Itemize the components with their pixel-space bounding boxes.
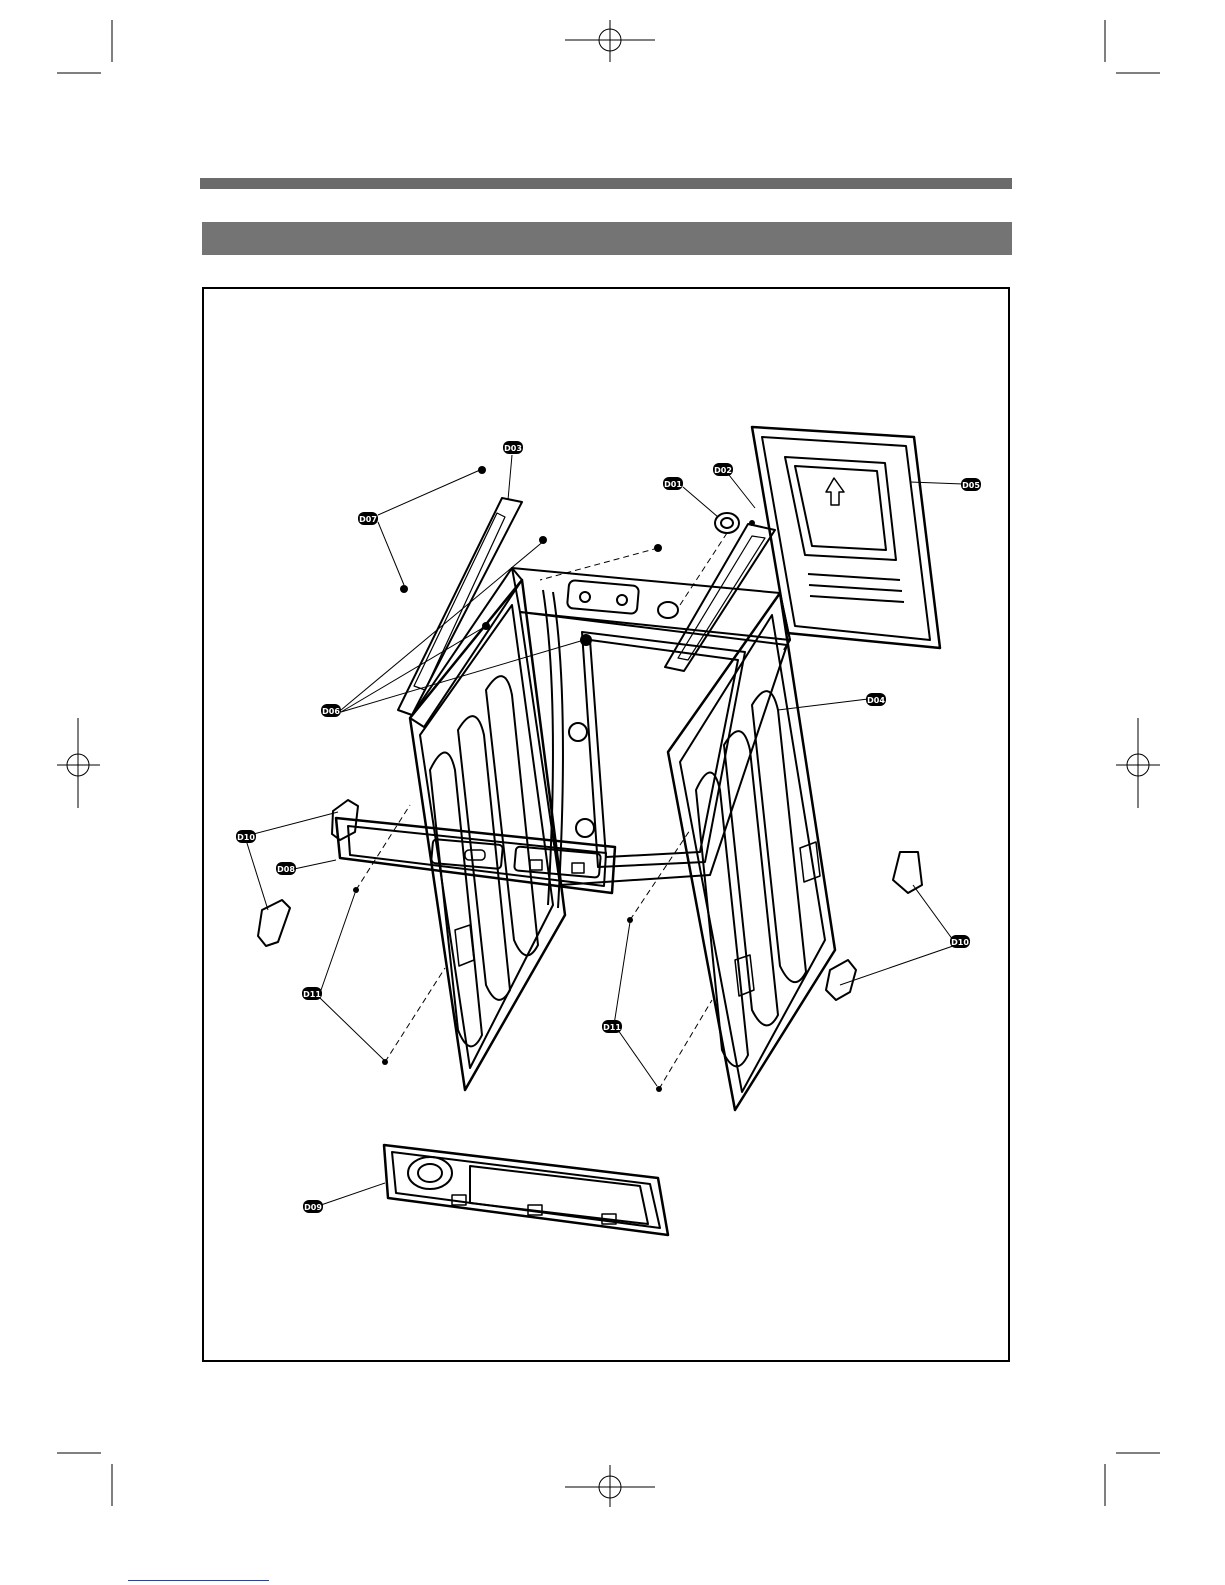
- callout-d11-right-text: D11: [603, 1023, 621, 1032]
- callout-d02-text: D02: [714, 466, 732, 475]
- screw-d02: [749, 520, 755, 526]
- callout-d11-right: D11: [602, 1020, 622, 1033]
- callout-d08-text: D08: [277, 865, 295, 874]
- corner-foot-right-bottom: [826, 960, 856, 1000]
- callout-d05-text: D05: [962, 481, 980, 490]
- corner-foot-right-top: [893, 852, 922, 893]
- callout-d10-left: D10: [236, 830, 256, 843]
- callout-d11-left: D11: [302, 987, 322, 1000]
- callout-d10-right-text: D10: [951, 938, 969, 947]
- callout-d04-text: D04: [867, 696, 885, 705]
- callout-d01-text: D01: [664, 480, 682, 489]
- bolt-d06-a: [539, 536, 547, 544]
- callout-d01: D01: [663, 477, 683, 490]
- callout-d03: D03: [503, 441, 523, 454]
- callout-d06-text: D06: [322, 707, 340, 716]
- callout-d07: D07: [358, 512, 378, 525]
- callout-d04: D04: [866, 693, 886, 706]
- callout-d07-text: D07: [359, 515, 377, 524]
- callout-d09-text: D09: [304, 1203, 322, 1212]
- top-cover-plate: [752, 427, 940, 648]
- fasteners: [353, 466, 755, 1092]
- drum-knob: [715, 513, 739, 533]
- bottom-base-plate: [384, 1145, 668, 1235]
- callout-d10-left-text: D10: [237, 833, 255, 842]
- callout-d11-left-text: D11: [303, 990, 321, 999]
- footer-link-underline: [128, 1580, 269, 1581]
- callout-d03-text: D03: [504, 444, 522, 453]
- callout-d09: D09: [303, 1200, 323, 1213]
- screw-d07-bottom: [400, 585, 408, 593]
- callout-d06: D06: [321, 704, 341, 717]
- bolt-d06-c: [580, 634, 592, 646]
- assembly-lines: [356, 533, 727, 1089]
- callout-d02: D02: [713, 463, 733, 476]
- callout-d05: D05: [961, 478, 981, 491]
- corner-foot-left-bottom: [258, 900, 290, 946]
- callout-d10-right: D10: [950, 935, 970, 948]
- callout-d08: D08: [276, 862, 296, 875]
